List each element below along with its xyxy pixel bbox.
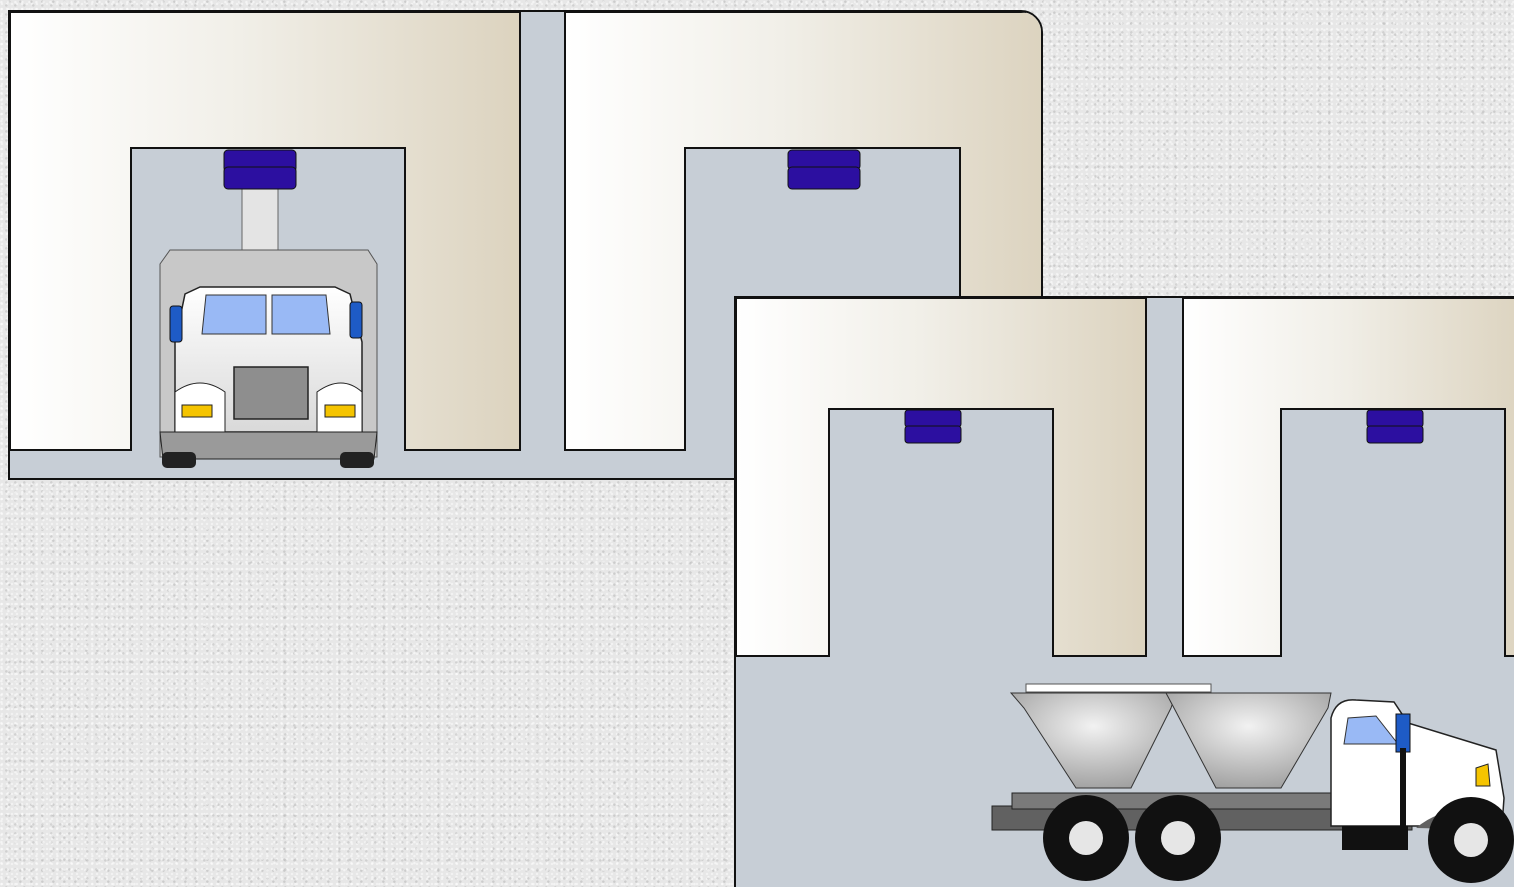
sensor-icon [1367, 410, 1423, 443]
bottom-panel [734, 296, 1514, 887]
wheel [1135, 795, 1221, 881]
wheel [1043, 795, 1129, 881]
wheel [1428, 797, 1514, 883]
sensor-icon [905, 410, 961, 443]
sensor-icon [788, 150, 860, 189]
bottom-panel-scene [736, 298, 1514, 887]
box-truck-icon [160, 250, 377, 468]
